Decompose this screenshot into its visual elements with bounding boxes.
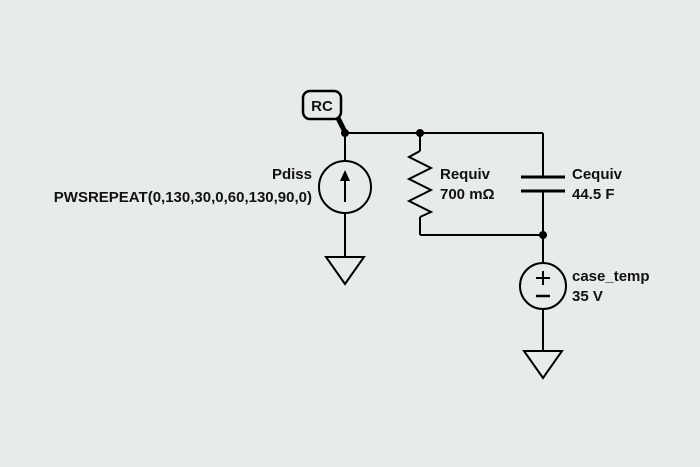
current-source-value-label: PWSREPEAT(0,130,30,0,60,130,90,0) [54, 189, 312, 206]
resistor-name-label: Requiv [440, 166, 491, 183]
current-source-name-label: Pdiss [272, 166, 312, 183]
current-source-arrow-head [340, 170, 350, 181]
capacitor-value-label: 44.5 F [572, 186, 615, 203]
capacitor-symbol [521, 175, 565, 193]
current-source-symbol [318, 160, 372, 214]
resistor-symbol [406, 150, 434, 218]
voltage-source-plus-sign [536, 271, 550, 285]
rc-node-box [301, 89, 343, 121]
rc-node-label: RC [311, 98, 333, 115]
voltage-source-symbol [519, 262, 567, 310]
wires [344, 132, 544, 351]
junction-dot-capacitor-bottom [539, 231, 547, 239]
ground-symbol-right [522, 350, 564, 380]
capacitor-name-label: Cequiv [572, 166, 623, 183]
voltage-source-value-label: 35 V [572, 288, 603, 305]
voltage-source-circle [519, 262, 567, 310]
rc-node-callout: RC [301, 89, 348, 135]
ground-symbol-left [324, 256, 366, 286]
voltage-source-name-label: case_temp [572, 268, 650, 285]
junction-dot-resistor-top [416, 129, 424, 137]
junction-dots [341, 129, 547, 239]
resistor-value-label: 700 mΩ [440, 186, 495, 203]
